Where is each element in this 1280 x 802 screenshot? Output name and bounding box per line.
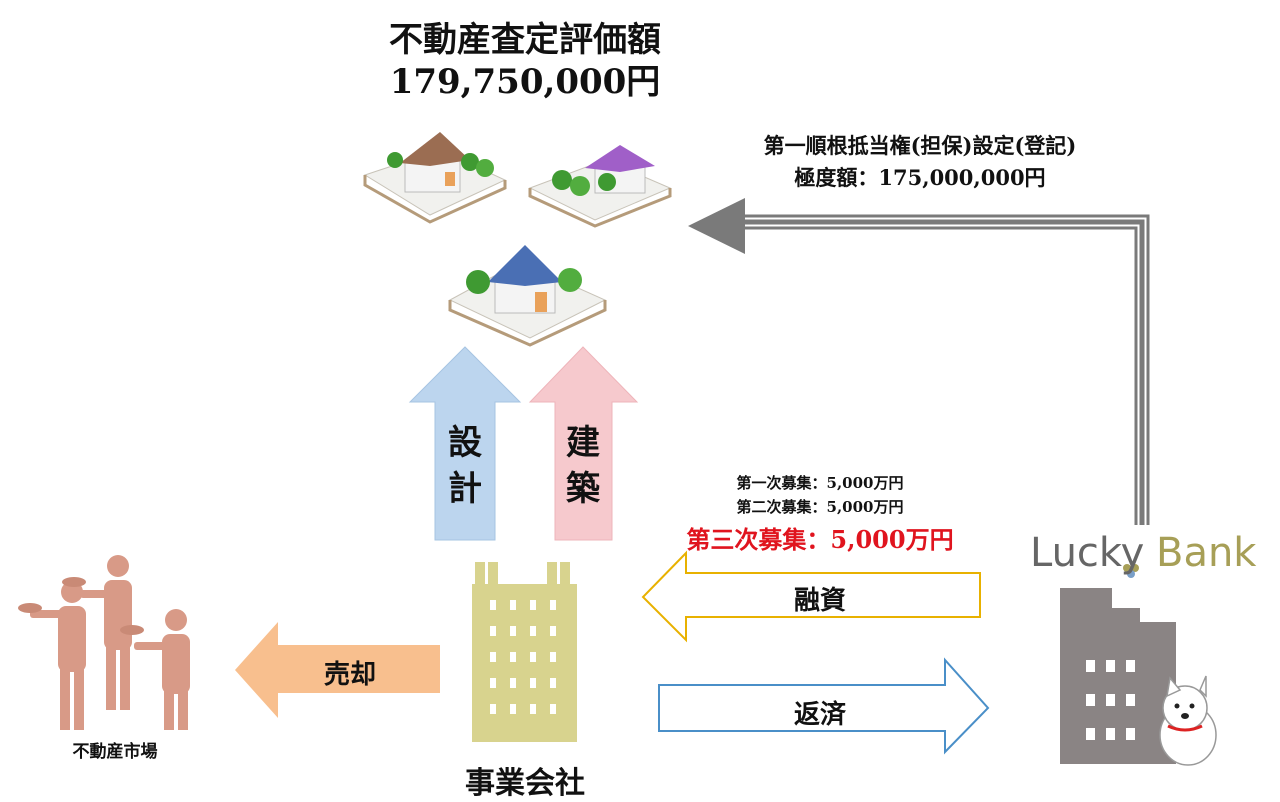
sale-arrow [235, 622, 440, 718]
design-label-2: 計 [448, 469, 482, 509]
build-label-2: 築 [566, 469, 600, 509]
loan-arrow [641, 550, 981, 643]
lien-arrow [688, 198, 1150, 525]
company-label: 事業会社 [465, 766, 585, 801]
lien-title: 第一順根抵当権(担保)設定(登記) [763, 133, 1077, 158]
lucky-bank-clover-icon [1123, 564, 1139, 578]
appraisal-value: 179,750,000円 [389, 62, 661, 102]
repay-arrow [658, 657, 990, 755]
bank-building-icon [1060, 588, 1176, 764]
brand-lucky: Lucky [1030, 530, 1145, 576]
brand-bank: Bank [1156, 530, 1257, 576]
people-market-icon [18, 555, 190, 730]
design-label-1: 設 [448, 423, 482, 463]
house-right-icon [528, 145, 672, 228]
house-center-icon [448, 245, 607, 347]
sale-label: 売却 [323, 660, 376, 690]
company-building-icon [472, 562, 577, 742]
funding-round-third: 第三次募集：5,000万円 [686, 525, 954, 554]
build-arrow [528, 346, 639, 541]
funding-round-second: 第二次募集：5,000万円 [736, 498, 904, 516]
market-label: 不動産市場 [72, 742, 158, 762]
house-left-icon [363, 132, 507, 224]
funding-round-first: 第一次募集：5,000万円 [736, 474, 904, 492]
loan-label: 融資 [793, 586, 846, 616]
repay-label: 返済 [793, 700, 846, 730]
appraisal-title: 不動産査定評価額 [389, 20, 661, 60]
build-label-1: 建 [566, 423, 600, 463]
design-arrow [408, 346, 522, 541]
lien-amount: 極度額：175,000,000円 [794, 165, 1046, 190]
dog-mascot-icon [1159, 675, 1217, 766]
